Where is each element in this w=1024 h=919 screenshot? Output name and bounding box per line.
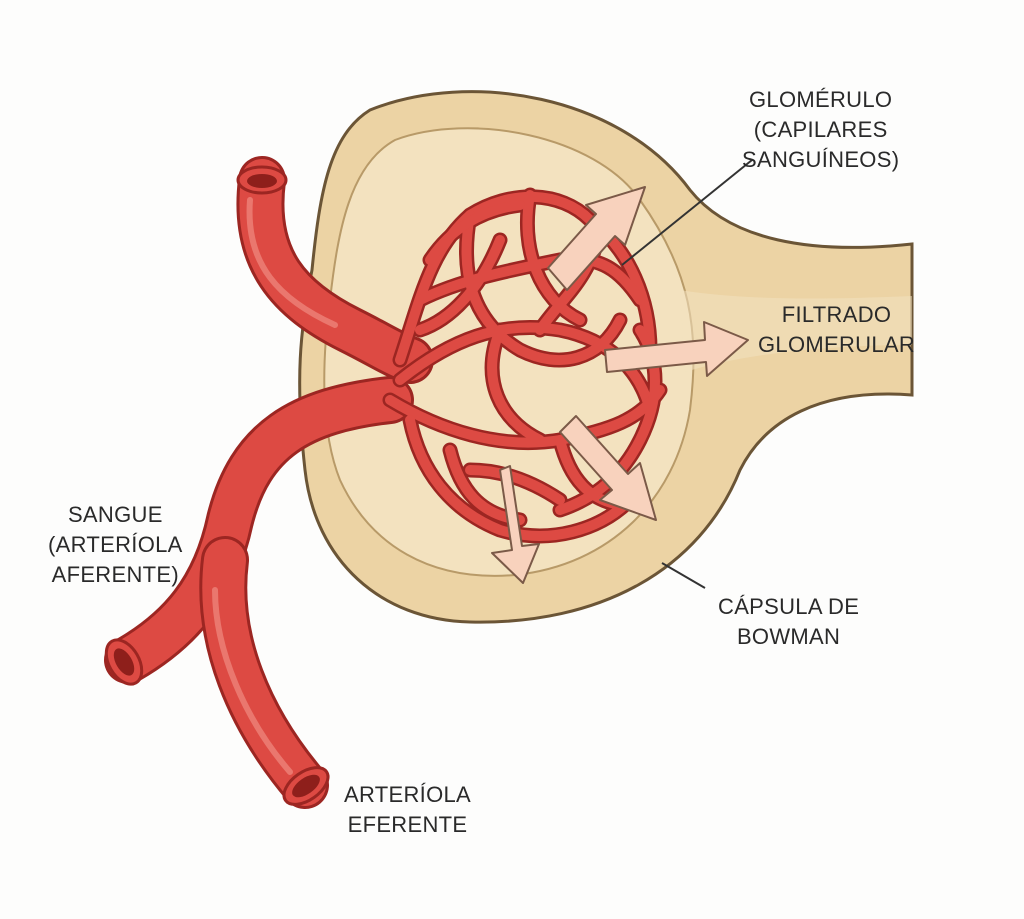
label-sangue-arteriola-aferente: SANGUE (ARTERÍOLA AFERENTE) <box>48 500 183 590</box>
label-capsula-line2: BOWMAN <box>736 624 841 649</box>
label-eferente-line1: ARTERÍOLA <box>344 782 471 807</box>
label-filtrado-line1: FILTRADO <box>781 302 892 327</box>
label-glomerulo: GLOMÉRULO (CAPILARES SANGUÍNEOS) <box>742 85 899 175</box>
arrow-down <box>491 465 540 584</box>
label-glomerulo-line1: GLOMÉRULO <box>749 87 893 112</box>
label-sangue-line3: AFERENTE) <box>51 562 179 587</box>
efferent-branch <box>107 379 411 681</box>
label-sangue-line1: SANGUE <box>67 502 163 527</box>
arrow-up-right <box>547 186 646 291</box>
arterioles <box>104 156 434 809</box>
label-glomerulo-line2: (CAPILARES <box>753 117 888 142</box>
label-arteriola-eferente: ARTERÍOLA EFERENTE <box>344 780 471 840</box>
label-capsula-bowman: CÁPSULA DE BOWMAN <box>718 592 859 652</box>
label-filtrado-glomerular: FILTRADO GLOMERULAR <box>758 300 915 360</box>
efferent-highlight <box>212 587 293 775</box>
label-eferente-line2: EFERENTE <box>347 812 468 837</box>
filtration-arrows <box>491 186 749 584</box>
label-capsula-line1: CÁPSULA DE <box>718 594 860 619</box>
leader-glomerulo <box>621 159 753 266</box>
label-sangue-line2: (ARTERÍOLA <box>48 532 183 557</box>
efferent-arteriole <box>202 539 326 806</box>
label-glomerulo-line3: SANGUÍNEOS) <box>742 147 900 172</box>
afferent-arteriole <box>239 159 431 381</box>
leader-capsula <box>661 562 706 589</box>
leader-lines <box>621 159 753 589</box>
vessel-openings <box>104 165 330 806</box>
afferent-highlight <box>246 197 338 328</box>
arrow-down-right <box>559 415 657 521</box>
label-filtrado-line2: GLOMERULAR <box>758 332 916 357</box>
tubule-lumen <box>680 290 912 372</box>
arrow-right <box>604 321 749 377</box>
